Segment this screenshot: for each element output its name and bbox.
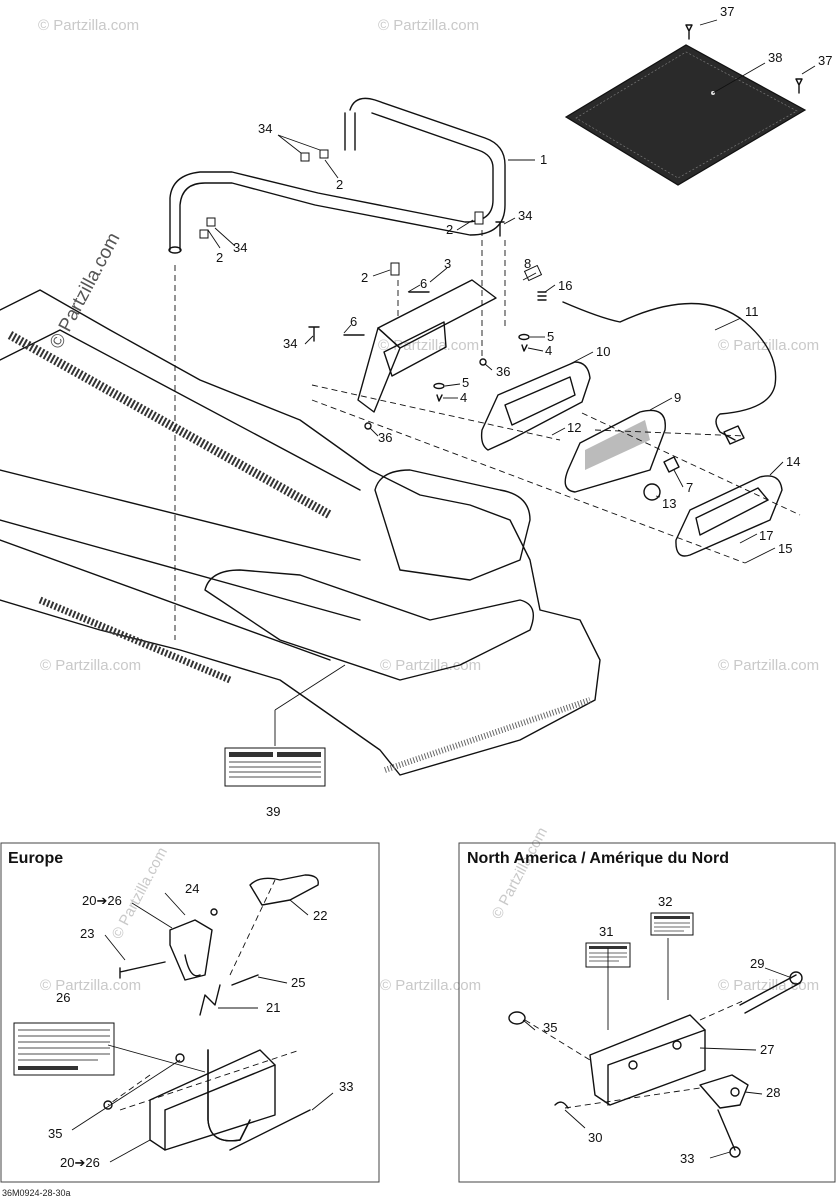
callout-30: 30 xyxy=(588,1130,602,1145)
callout-2: 2 xyxy=(336,177,343,192)
diagram-code: 36M0924-28-30a xyxy=(2,1188,71,1198)
watermark: © Partzilla.com xyxy=(46,229,125,352)
callout-17: 17 xyxy=(759,528,773,543)
callout-35: 35 xyxy=(543,1020,557,1035)
callout-36: 36 xyxy=(378,430,392,445)
callout-24: 24 xyxy=(185,881,199,896)
callout-3: 3 xyxy=(444,256,451,271)
part-9-lens xyxy=(564,409,666,493)
watermark: © Partzilla.com xyxy=(380,977,481,994)
watermark: © Partzilla.com xyxy=(718,337,819,354)
watermark: © Partzilla.com xyxy=(38,17,139,34)
watermark: © Partzilla.com xyxy=(380,657,481,674)
callout-38: 38 xyxy=(768,50,782,65)
callout-21: 21 xyxy=(266,1000,280,1015)
callout-15: 15 xyxy=(778,541,792,556)
callout-6: 6 xyxy=(350,314,357,329)
part-38-mat xyxy=(564,44,807,186)
part-1-handlebar xyxy=(168,97,506,254)
watermark: © Partzilla.com xyxy=(378,17,479,34)
callout-20-26: 20➔26 xyxy=(60,1155,100,1170)
part-39-decal xyxy=(224,747,326,787)
callout-10: 10 xyxy=(596,344,610,359)
callout-35: 35 xyxy=(48,1126,62,1141)
watermark: © Partzilla.com xyxy=(718,657,819,674)
callout-8: 8 xyxy=(524,256,531,271)
callout-31: 31 xyxy=(599,924,613,939)
part-11-wire xyxy=(562,301,777,441)
callout-4: 4 xyxy=(545,343,552,358)
callout-32: 32 xyxy=(658,894,672,909)
callout-22: 22 xyxy=(313,908,327,923)
callout-13: 13 xyxy=(662,496,676,511)
callout-33: 33 xyxy=(339,1079,353,1094)
callout-5: 5 xyxy=(462,375,469,390)
callout-7: 7 xyxy=(686,480,693,495)
callout-9: 9 xyxy=(674,390,681,405)
europe-frame xyxy=(0,842,380,1183)
callout-34: 34 xyxy=(283,336,297,351)
watermark: © Partzilla.com xyxy=(489,825,551,922)
watermark: © Partzilla.com xyxy=(40,657,141,674)
callout-6: 6 xyxy=(420,276,427,291)
europe-title: Europe xyxy=(8,850,63,867)
watermark: © Partzilla.com xyxy=(718,977,819,994)
fasteners xyxy=(199,149,530,430)
callout-1: 1 xyxy=(540,152,547,167)
callout-39: 39 xyxy=(266,804,280,819)
callout-23: 23 xyxy=(80,926,94,941)
callout-33: 33 xyxy=(680,1151,694,1166)
callout-12: 12 xyxy=(567,420,581,435)
callout-5: 5 xyxy=(547,329,554,344)
main-callouts: 37 38 37 34 1 2 2 34 2 34 2 3 6 8 16 11 … xyxy=(216,4,832,819)
europe-inset: Europe 24 20➔26 22 23 25 21 xyxy=(0,842,380,1183)
callout-16: 16 xyxy=(558,278,572,293)
callout-4: 4 xyxy=(460,390,467,405)
callout-37: 37 xyxy=(818,53,832,68)
sled-body xyxy=(0,289,601,776)
callout-34: 34 xyxy=(233,240,247,255)
callout-28: 28 xyxy=(766,1085,780,1100)
screw-37 xyxy=(685,24,803,94)
callout-2: 2 xyxy=(216,250,223,265)
callout-36: 36 xyxy=(496,364,510,379)
callout-34: 34 xyxy=(258,121,272,136)
callout-27: 27 xyxy=(760,1042,774,1057)
watermark: © Partzilla.com xyxy=(378,337,479,354)
callout-2: 2 xyxy=(446,222,453,237)
callout-20-26: 20➔26 xyxy=(82,893,122,908)
north-america-frame xyxy=(458,842,836,1183)
callout-11: 11 xyxy=(745,304,759,319)
watermark: © Partzilla.com xyxy=(40,977,141,994)
callout-34: 34 xyxy=(518,208,532,223)
callout-14: 14 xyxy=(786,454,800,469)
callout-25: 25 xyxy=(291,975,305,990)
callout-29: 29 xyxy=(750,956,764,971)
part-3-bracket xyxy=(357,279,497,413)
callout-26: 26 xyxy=(56,990,70,1005)
north-america-title: North America / Amérique du Nord xyxy=(467,850,729,867)
part-13-bulb xyxy=(643,425,745,501)
callout-2: 2 xyxy=(361,270,368,285)
north-america-inset: North America / Amérique du Nord 32 31 2… xyxy=(458,842,836,1183)
callout-37: 37 xyxy=(720,4,734,19)
part-10-housing xyxy=(480,361,591,451)
leader-lines xyxy=(174,19,816,746)
